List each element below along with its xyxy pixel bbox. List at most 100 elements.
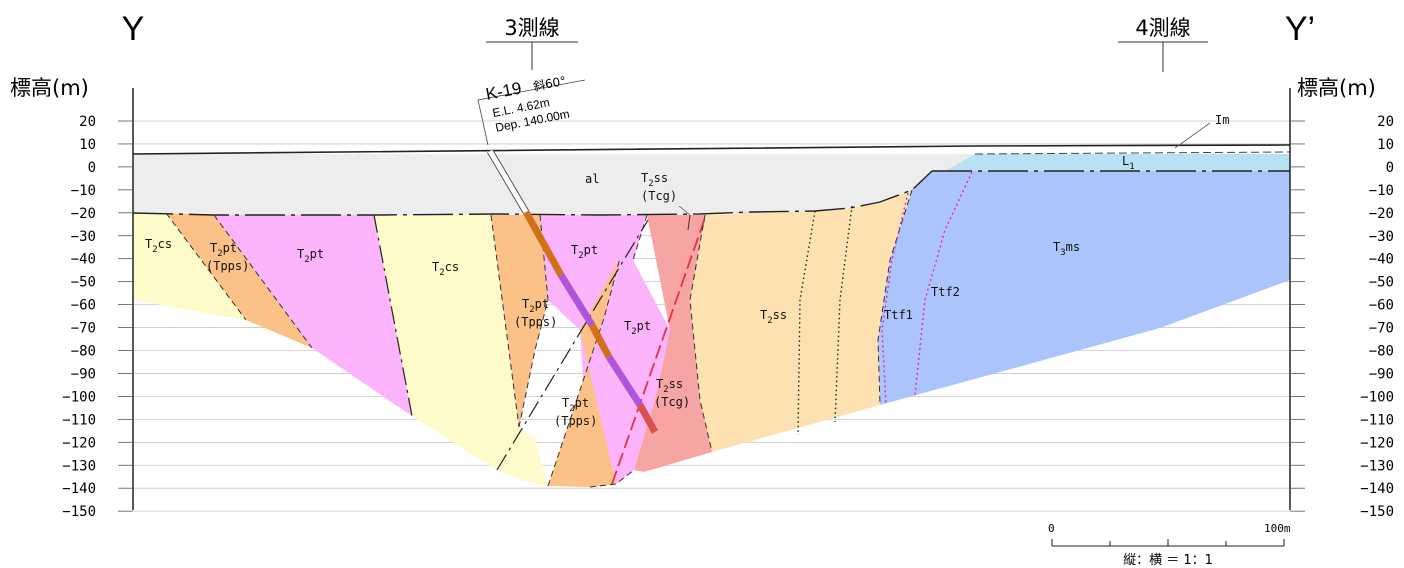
tick-label-right: −50 bbox=[1369, 275, 1394, 291]
borehole-angle: 斜60° bbox=[532, 74, 567, 94]
label-t2ss-tcg-upper: T2ss bbox=[641, 171, 668, 189]
tick-label-right: −110 bbox=[1360, 412, 1394, 428]
tick-label-right: 0 bbox=[1386, 160, 1394, 176]
alluvium-base-line bbox=[132, 170, 933, 216]
unit-tpps-mid bbox=[491, 215, 548, 427]
tick-label-left: −110 bbox=[62, 412, 96, 428]
scale-start: 0 bbox=[1048, 522, 1055, 535]
contact-2 bbox=[213, 214, 313, 349]
dot-line-2 bbox=[834, 205, 853, 423]
tick-label-left: 10 bbox=[79, 137, 96, 153]
label-t2pt-tpps-mid-paren: (Tpps) bbox=[514, 315, 557, 329]
tick-label-right: 20 bbox=[1377, 114, 1394, 130]
tick-label-left: −140 bbox=[62, 481, 96, 497]
fault-black bbox=[496, 219, 649, 471]
tick-label-right: −100 bbox=[1360, 389, 1394, 405]
label-t2pt-lower: T2pt bbox=[624, 319, 651, 337]
contact-7 bbox=[589, 469, 635, 488]
label-im: Im bbox=[1215, 113, 1229, 127]
contact-5 bbox=[518, 214, 549, 428]
unit-t2pt-upper bbox=[540, 215, 647, 330]
tick-label-left: −10 bbox=[71, 183, 96, 199]
tick-label-left: −130 bbox=[62, 458, 96, 474]
label-t2pt-tpps-mid: T2pt bbox=[522, 297, 549, 315]
survey-line-4-label: 4測線 bbox=[1135, 16, 1190, 40]
unit-t2cs-mid bbox=[374, 215, 535, 470]
tick-label-right: −140 bbox=[1360, 481, 1394, 497]
label-t2ss: T2ss bbox=[760, 308, 787, 326]
tick-label-left: −120 bbox=[62, 435, 96, 451]
label-t2pt-upper: T2pt bbox=[571, 243, 598, 261]
red-fault bbox=[611, 214, 707, 485]
label-t2pt-tpps-low: T2pt bbox=[562, 396, 589, 414]
tick-label-left: −90 bbox=[71, 366, 96, 382]
tick-label-right: 10 bbox=[1377, 137, 1394, 153]
unit-tpps-low bbox=[548, 258, 620, 487]
borehole-name: K-19 bbox=[484, 78, 523, 104]
tick-label-left: 0 bbox=[88, 160, 96, 176]
tick-label-right: −10 bbox=[1369, 183, 1394, 199]
tick-label-left: −30 bbox=[71, 229, 96, 245]
axes bbox=[132, 41, 1291, 510]
label-t2pt-tpps-low-paren: (Tpps) bbox=[554, 414, 597, 428]
unit-t2ss bbox=[690, 190, 912, 452]
tcg-leader bbox=[678, 205, 691, 216]
label-t2ss-tcg-low-paren: (Tcg) bbox=[654, 395, 690, 409]
label-al: al bbox=[585, 172, 599, 186]
label-ttf2: Ttf2 bbox=[931, 285, 960, 299]
unit-tcg-low bbox=[634, 215, 712, 472]
tick-label-right: −20 bbox=[1369, 206, 1394, 222]
unit-l1 bbox=[912, 154, 1290, 190]
borehole-label-leader bbox=[477, 79, 586, 146]
dot-line-1 bbox=[797, 210, 816, 436]
geologic-units bbox=[133, 154, 1290, 487]
contact-9 bbox=[687, 214, 691, 231]
tick-label-left: −20 bbox=[71, 206, 96, 222]
contact-1 bbox=[165, 212, 247, 321]
unit-t2cs-bottom bbox=[497, 440, 548, 486]
l1-top-line bbox=[974, 151, 1291, 155]
label-ttf1: Ttf1 bbox=[884, 308, 913, 322]
elevation-label-right: 標高(m) bbox=[1297, 76, 1376, 100]
borehole-core-1 bbox=[522, 210, 565, 277]
tick-label-left: −80 bbox=[71, 344, 96, 360]
surface-deposit-al bbox=[133, 154, 975, 215]
contact-8 bbox=[632, 214, 648, 261]
contact-3 bbox=[373, 214, 413, 417]
label-t2cs-mid: T2cs bbox=[432, 260, 459, 278]
survey-line-3-label: 3測線 bbox=[504, 16, 559, 40]
borehole-k19 bbox=[477, 79, 659, 434]
tick-label-right: −120 bbox=[1360, 435, 1394, 451]
tick-label-left: −100 bbox=[62, 389, 96, 405]
tick-label-left: −70 bbox=[71, 321, 96, 337]
tick-label-right: −70 bbox=[1369, 321, 1394, 337]
tick-label-left: −60 bbox=[71, 298, 96, 314]
tick-label-right: −30 bbox=[1369, 229, 1394, 245]
tick-label-left: −150 bbox=[62, 504, 96, 520]
tick-label-right: −80 bbox=[1369, 344, 1394, 360]
borehole-air-core bbox=[487, 149, 529, 214]
label-t2ss-tcg-low: T2ss bbox=[656, 377, 683, 395]
borehole-core-5 bbox=[636, 403, 659, 434]
contact-4 bbox=[490, 214, 520, 428]
label-t2ss-tcg-upper-paren: (Tcg) bbox=[641, 189, 677, 203]
section-end-y: Y bbox=[122, 10, 145, 48]
section-end-y-prime: Y’ bbox=[1285, 10, 1315, 48]
unit-tpps-left bbox=[166, 213, 312, 348]
ground-surface-line bbox=[132, 144, 1291, 155]
scale-end: 100m bbox=[1264, 522, 1291, 535]
tick-label-left: 20 bbox=[79, 114, 96, 130]
tick-label-right: −40 bbox=[1369, 252, 1394, 268]
borehole-core-3 bbox=[588, 323, 613, 359]
scale-bar: 0 100m 縦：横 ＝ 1：1 bbox=[1048, 522, 1291, 568]
label-t2pt-tpps-left-paren: (Tpps) bbox=[206, 259, 249, 273]
unit-t3ms bbox=[878, 171, 1290, 405]
label-t2cs-left: T2cs bbox=[145, 237, 172, 255]
borehole-core-2 bbox=[558, 273, 595, 327]
unit-t2cs-left bbox=[133, 213, 246, 320]
tick-label-right: −60 bbox=[1369, 298, 1394, 314]
borehole-core-4 bbox=[606, 355, 643, 407]
label-t2pt-tpps-left: T2pt bbox=[210, 241, 237, 259]
